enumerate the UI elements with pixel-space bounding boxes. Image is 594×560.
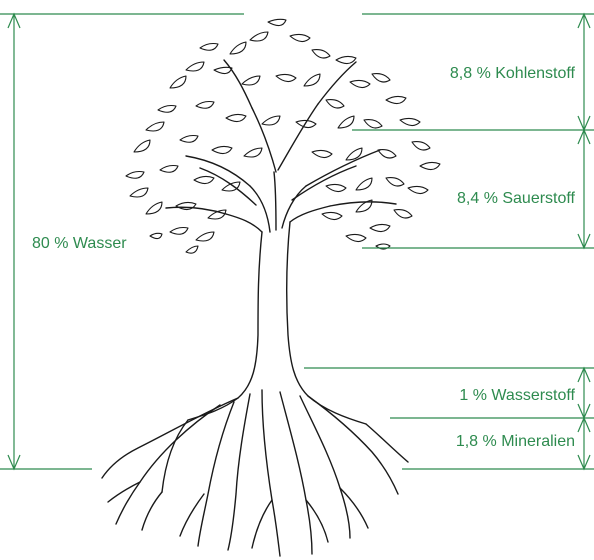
composition-labels: 80 % Wasser 8,8 % Kohlenstoff 8,4 % Saue…: [32, 65, 576, 450]
water-arrow: [7, 12, 21, 471]
label-hydrogen: 1 % Wasserstoff: [459, 387, 575, 404]
tree-branches: [165, 59, 397, 215]
tree-roots: [101, 389, 409, 557]
label-oxygen: 8,4 % Sauerstoff: [457, 190, 576, 207]
minerals-arrow: [577, 416, 591, 471]
oxygen-arrow: [577, 128, 591, 250]
tree-trunk: [187, 171, 367, 425]
tree-foliage: [125, 18, 441, 254]
hydrogen-arrow: [577, 366, 591, 420]
label-carbon: 8,8 % Kohlenstoff: [450, 65, 576, 82]
tree-illustration: [101, 18, 441, 557]
label-minerals: 1,8 % Mineralien: [456, 433, 575, 450]
carbon-arrow: [577, 12, 591, 132]
label-water: 80 % Wasser: [32, 235, 127, 252]
measurement-guides: [0, 12, 594, 471]
